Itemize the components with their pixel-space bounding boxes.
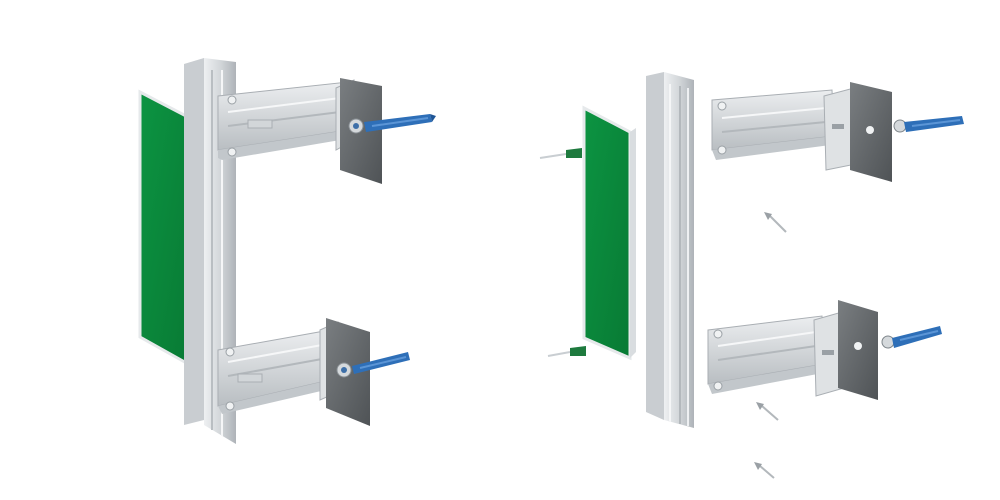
wall-bracket-top — [711, 82, 892, 182]
vertical-profile — [646, 72, 694, 428]
anchor-dowel-icon — [364, 114, 436, 132]
anchor-dowel-icon — [881, 326, 942, 349]
anchor-dowel-icon — [893, 116, 964, 133]
wall-bracket-top — [217, 78, 382, 184]
rivet-icon — [754, 462, 775, 479]
rivet-icon — [547, 346, 586, 357]
assembled-view — [138, 58, 436, 444]
exploded-view — [539, 72, 964, 479]
wall-bracket-bottom — [217, 318, 370, 426]
rivet-icon — [764, 212, 787, 233]
rivet-icon — [539, 148, 582, 159]
rivet-icon — [756, 402, 779, 421]
composite-panel — [582, 105, 636, 361]
wall-bracket-bottom — [707, 300, 878, 400]
anchor-dowel-icon — [352, 352, 410, 374]
